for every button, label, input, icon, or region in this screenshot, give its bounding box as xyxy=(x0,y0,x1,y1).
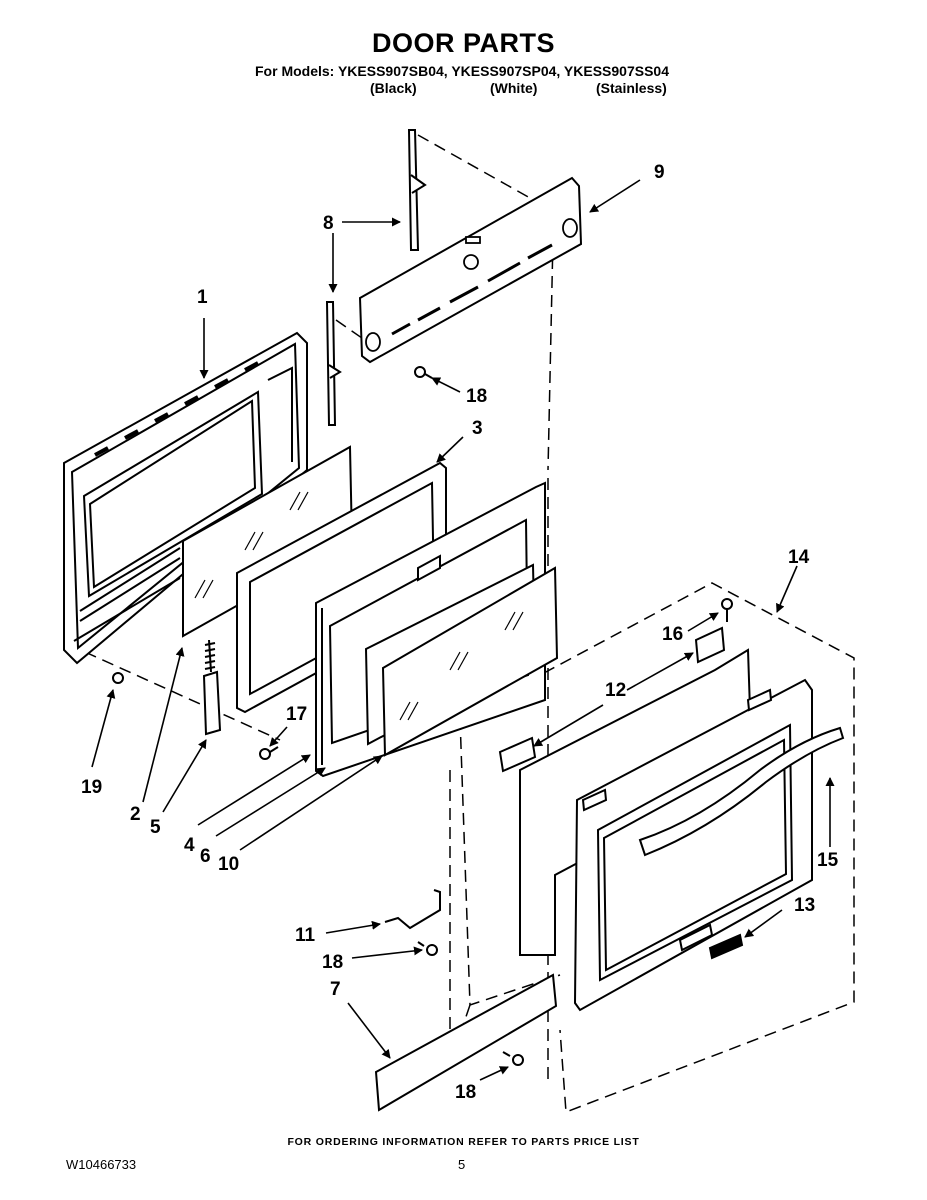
callout-15: 15 xyxy=(817,850,839,871)
part-9-vent-panel xyxy=(358,176,583,364)
screw-19 xyxy=(112,672,124,684)
part-8-brackets xyxy=(325,129,427,426)
models-line: For Models: YKESS907SB04, YKESS907SP04, … xyxy=(255,63,669,79)
hinge-spring xyxy=(204,642,216,670)
part-16-screw xyxy=(721,598,733,622)
variant-white: (White) xyxy=(490,80,538,96)
callout-18-mid: 18 xyxy=(322,952,343,973)
screw-18c xyxy=(502,1051,524,1066)
part-9-slots xyxy=(391,243,553,336)
screw-18a xyxy=(414,366,433,379)
ordering-note: FOR ORDERING INFORMATION REFER TO PARTS … xyxy=(287,1136,640,1148)
callout-18-bottom: 18 xyxy=(455,1082,476,1103)
part-11-bracket xyxy=(384,889,441,930)
page-number: 5 xyxy=(458,1157,466,1172)
part-9-holes xyxy=(365,218,578,352)
callout-6: 6 xyxy=(200,846,211,867)
callout-9: 9 xyxy=(654,162,665,183)
callout-4: 4 xyxy=(184,835,195,856)
callout-3: 3 xyxy=(472,418,483,439)
callout-13: 13 xyxy=(794,895,815,916)
callout-8-upper: 8 xyxy=(323,213,334,234)
screw-17 xyxy=(259,746,279,760)
variant-black: (Black) xyxy=(370,80,417,96)
screws xyxy=(112,366,524,1066)
callout-arrows xyxy=(91,179,835,1081)
callout-16: 16 xyxy=(662,624,683,645)
part-12-hinge-plates xyxy=(498,626,773,812)
callout-10: 10 xyxy=(218,854,239,875)
callout-19: 19 xyxy=(81,777,102,798)
callout-5: 5 xyxy=(150,817,161,838)
variant-stainless: (Stainless) xyxy=(596,80,667,96)
page-title: DOOR PARTS xyxy=(371,28,555,58)
part-7-kick-plate xyxy=(374,973,558,1112)
callout-14: 14 xyxy=(788,547,810,568)
part-5-hinge xyxy=(202,639,222,736)
callout-17: 17 xyxy=(286,704,307,725)
screw-18b xyxy=(417,941,438,956)
callout-11: 11 xyxy=(295,925,316,946)
part-1-outer-door xyxy=(63,331,308,665)
callout-labels: 1 2 3 4 5 6 7 8 8 9 10 11 12 13 14 15 16… xyxy=(81,162,839,1103)
callout-18-top: 18 xyxy=(466,386,487,407)
document-number: W10466733 xyxy=(66,1157,137,1172)
callout-7: 7 xyxy=(330,979,341,1000)
callout-2: 2 xyxy=(130,804,141,825)
callout-12: 12 xyxy=(605,680,626,701)
glass-reflection-marks-2 xyxy=(399,611,524,721)
part-14-outer-door xyxy=(519,648,845,1012)
callout-1: 1 xyxy=(197,287,208,308)
part-1-vent-slots xyxy=(94,361,259,457)
